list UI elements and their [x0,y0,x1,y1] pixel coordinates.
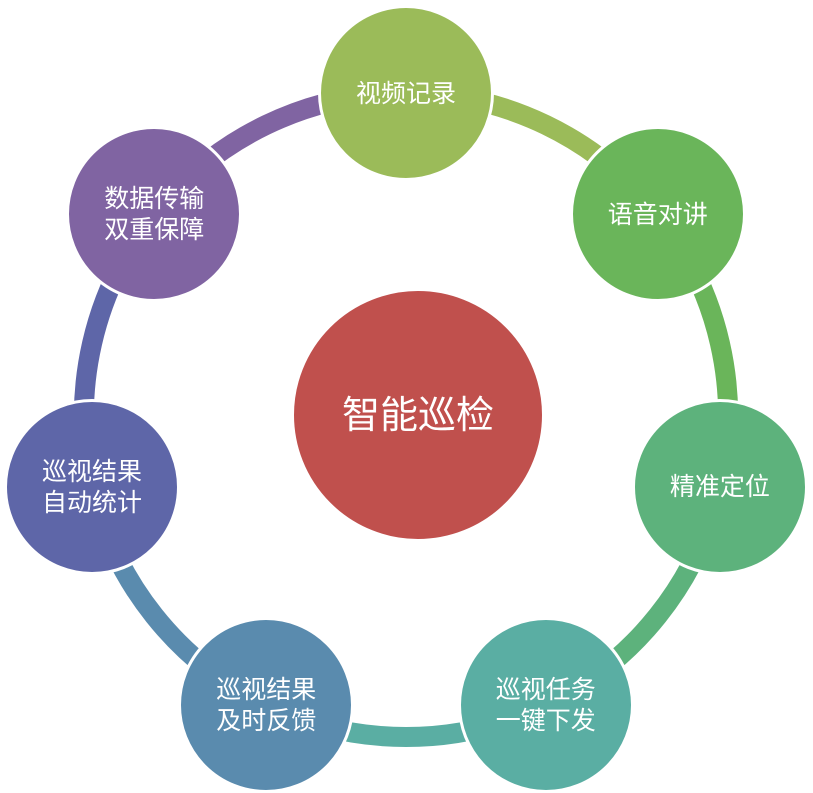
cycle-node: 巡视任务 一键下发 [457,617,634,793]
cycle-node: 数据传输 双重保障 [66,126,243,303]
cycle-node: 语音对讲 [569,126,746,303]
cycle-node: 巡视结果 及时反馈 [178,617,355,793]
cycle-node: 视频记录 [318,5,494,181]
center-node: 智能巡检 [291,288,545,542]
cycle-node: 精准定位 [631,398,808,575]
cycle-node: 巡视结果 自动统计 [4,398,181,575]
